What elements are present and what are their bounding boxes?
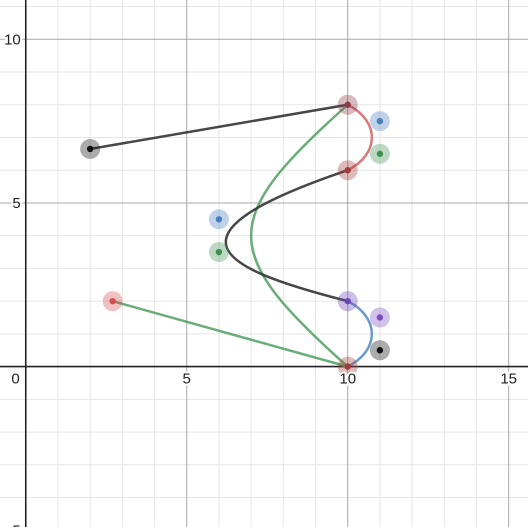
point-dot[interactable] xyxy=(344,363,351,370)
black-curve xyxy=(224,168,349,303)
x-tick-label: 5 xyxy=(183,371,191,388)
curves-layer xyxy=(88,103,373,368)
points-layer[interactable] xyxy=(80,94,390,377)
y-tick-label: 5 xyxy=(12,195,20,212)
point-dot[interactable] xyxy=(376,117,384,125)
point-red-left[interactable] xyxy=(102,291,123,312)
point-dot[interactable] xyxy=(215,216,223,223)
point-green-mid[interactable] xyxy=(208,242,229,263)
point-purple-mid[interactable] xyxy=(337,291,358,312)
point-black-bottom[interactable] xyxy=(369,340,390,361)
point-dot[interactable] xyxy=(376,150,384,158)
tick-labels: 0 5 10 15 10 5 5 xyxy=(2,29,519,527)
point-purple-right[interactable] xyxy=(369,307,390,328)
point-black-left[interactable] xyxy=(80,138,101,159)
point-dark-red-bottom[interactable] xyxy=(337,356,358,377)
black-segment xyxy=(88,103,349,151)
point-dot[interactable] xyxy=(215,248,223,256)
y-tick-label: 5 xyxy=(12,522,20,527)
point-dot[interactable] xyxy=(344,167,351,174)
point-dot[interactable] xyxy=(109,297,116,305)
x-tick-label: 0 xyxy=(11,371,19,388)
point-dark-red-mid[interactable] xyxy=(337,160,358,181)
x-tick-label: 10 xyxy=(339,371,356,388)
point-dot[interactable] xyxy=(376,314,384,321)
point-blue-mid[interactable] xyxy=(208,209,229,230)
point-blue-top[interactable] xyxy=(369,111,390,132)
point-dark-red-top[interactable] xyxy=(337,94,358,115)
red-curve xyxy=(346,103,373,172)
green-curve xyxy=(249,103,349,368)
blue-curve xyxy=(346,299,373,368)
point-dot[interactable] xyxy=(86,145,94,153)
point-dot[interactable] xyxy=(376,347,384,354)
green-segment xyxy=(111,299,349,368)
point-green-right[interactable] xyxy=(369,143,390,164)
x-tick-label: 15 xyxy=(500,371,517,388)
y-tick-label: 10 xyxy=(4,31,21,48)
point-dot[interactable] xyxy=(344,297,351,305)
point-dot[interactable] xyxy=(344,101,351,108)
